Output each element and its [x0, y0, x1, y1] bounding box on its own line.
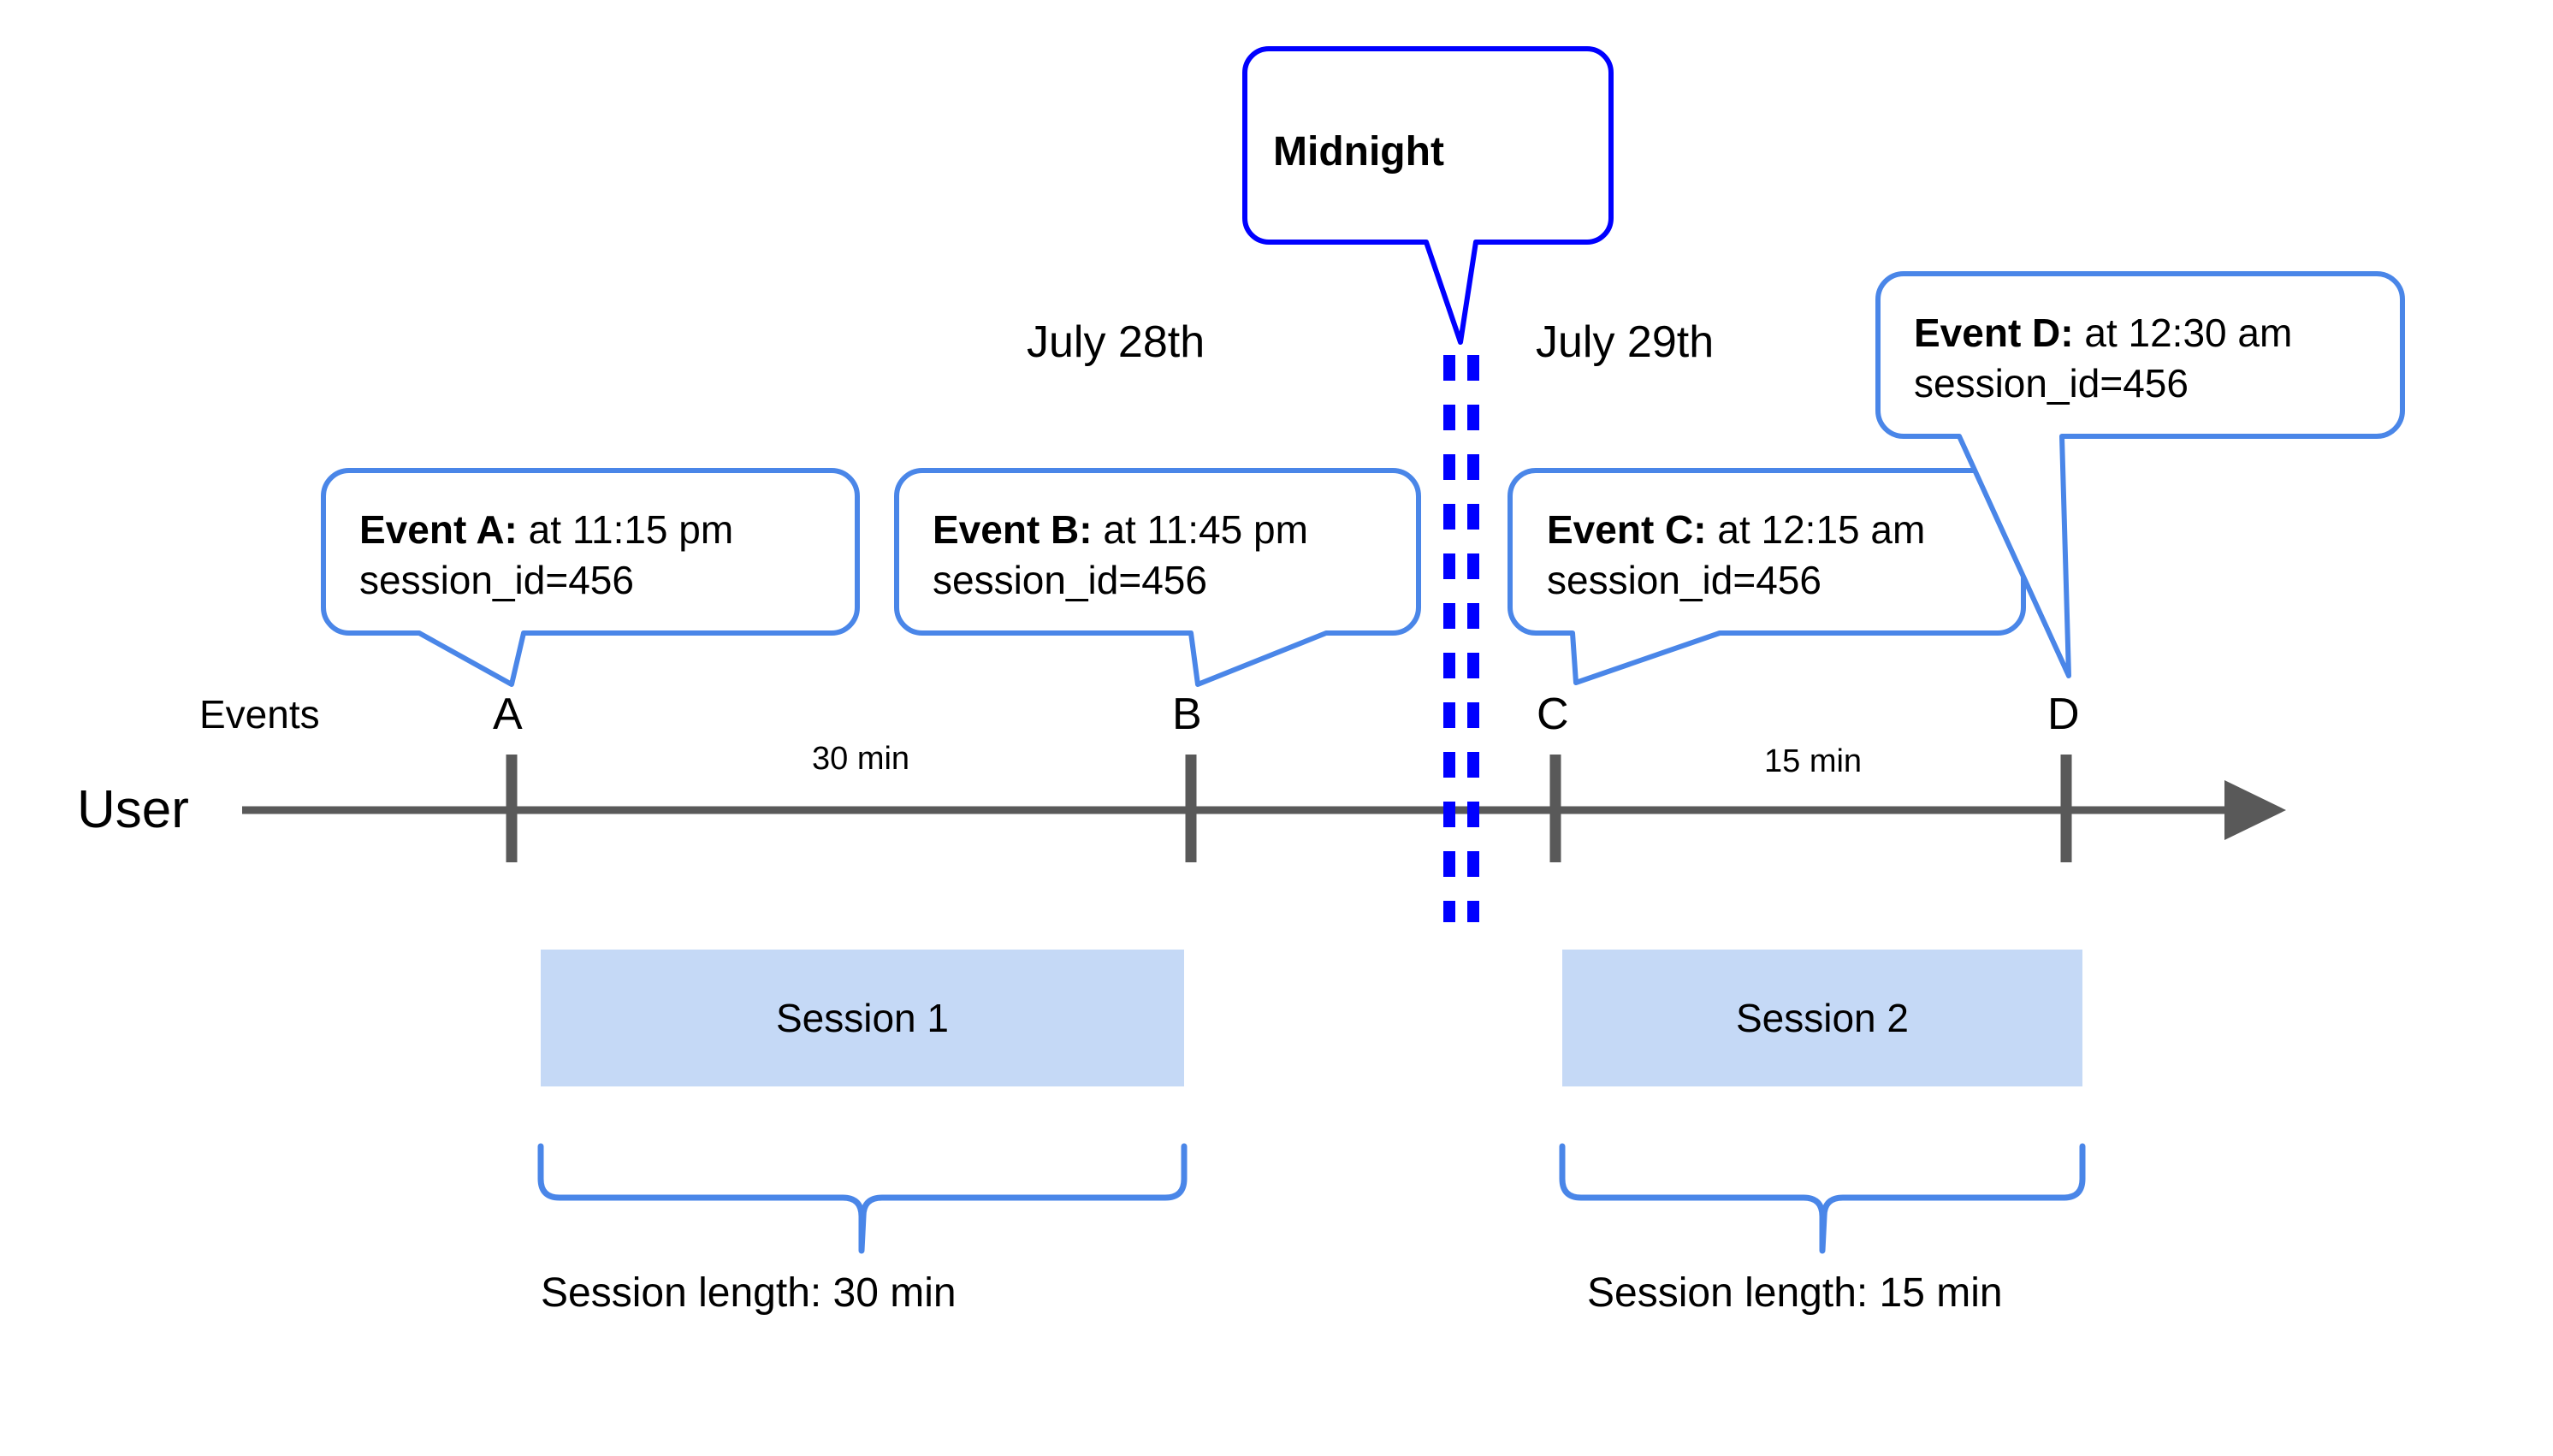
event-a-callout-shape	[321, 468, 860, 687]
event-c-callout-shape	[1508, 468, 2026, 685]
event-letter-d: D	[2047, 690, 2080, 739]
session-1-box[interactable]: Session 1	[541, 950, 1184, 1086]
event-b-callout-text: Event B: at 11:45 pm session_id=456	[933, 505, 1308, 606]
event-tick-marks	[506, 755, 2072, 862]
event-c-title: Event C:	[1547, 507, 1707, 552]
session-2-length-label: Session length: 15 min	[1587, 1270, 2003, 1316]
event-b-title: Event B:	[933, 507, 1093, 552]
session-1-label: Session 1	[775, 996, 949, 1040]
date-label-right: July 29th	[1536, 317, 1715, 367]
row-label-user: User	[77, 780, 189, 839]
timeline-axis	[242, 780, 2286, 840]
event-d-time: at 12:30 am	[2073, 311, 2293, 355]
event-a-time: at 11:15 pm	[517, 507, 734, 552]
event-d-session: session_id=456	[1914, 360, 2189, 405]
session-2-brace	[1559, 1143, 2086, 1254]
session-1-length-label: Session length: 30 min	[541, 1270, 957, 1316]
duration-label-cd: 15 min	[1764, 743, 1863, 779]
event-a-session: session_id=456	[359, 557, 634, 602]
event-b-session: session_id=456	[933, 557, 1207, 602]
event-letter-a: A	[493, 690, 523, 739]
session-2-box[interactable]: Session 2	[1562, 950, 2082, 1086]
event-d-callout-text: Event D: at 12:30 am session_id=456	[1914, 308, 2292, 409]
duration-label-ab: 30 min	[812, 741, 910, 777]
midnight-callout-label: Midnight	[1273, 129, 1444, 175]
axis-arrow-icon	[2224, 780, 2286, 840]
midnight-callout-shape	[1242, 46, 1614, 345]
event-c-session: session_id=456	[1547, 557, 1821, 602]
event-b-callout-shape	[894, 468, 1421, 687]
event-d-title: Event D:	[1914, 311, 2074, 355]
date-label-left: July 28th	[1027, 317, 1205, 367]
event-d-callout-shape	[1875, 271, 2405, 678]
event-c-time: at 12:15 am	[1706, 507, 1926, 552]
session-2-label: Session 2	[1735, 996, 1909, 1040]
event-b-time: at 11:45 pm	[1092, 507, 1308, 552]
row-label-events: Events	[199, 692, 320, 737]
midnight-boundary-lines	[1443, 355, 1479, 922]
event-letter-b: B	[1172, 690, 1202, 739]
event-a-callout-text: Event A: at 11:15 pm session_id=456	[359, 505, 733, 606]
event-a-title: Event A:	[359, 507, 518, 552]
event-c-callout-text: Event C: at 12:15 am session_id=456	[1547, 505, 1925, 606]
event-letter-c: C	[1537, 690, 1569, 739]
session-1-brace	[537, 1143, 1188, 1254]
